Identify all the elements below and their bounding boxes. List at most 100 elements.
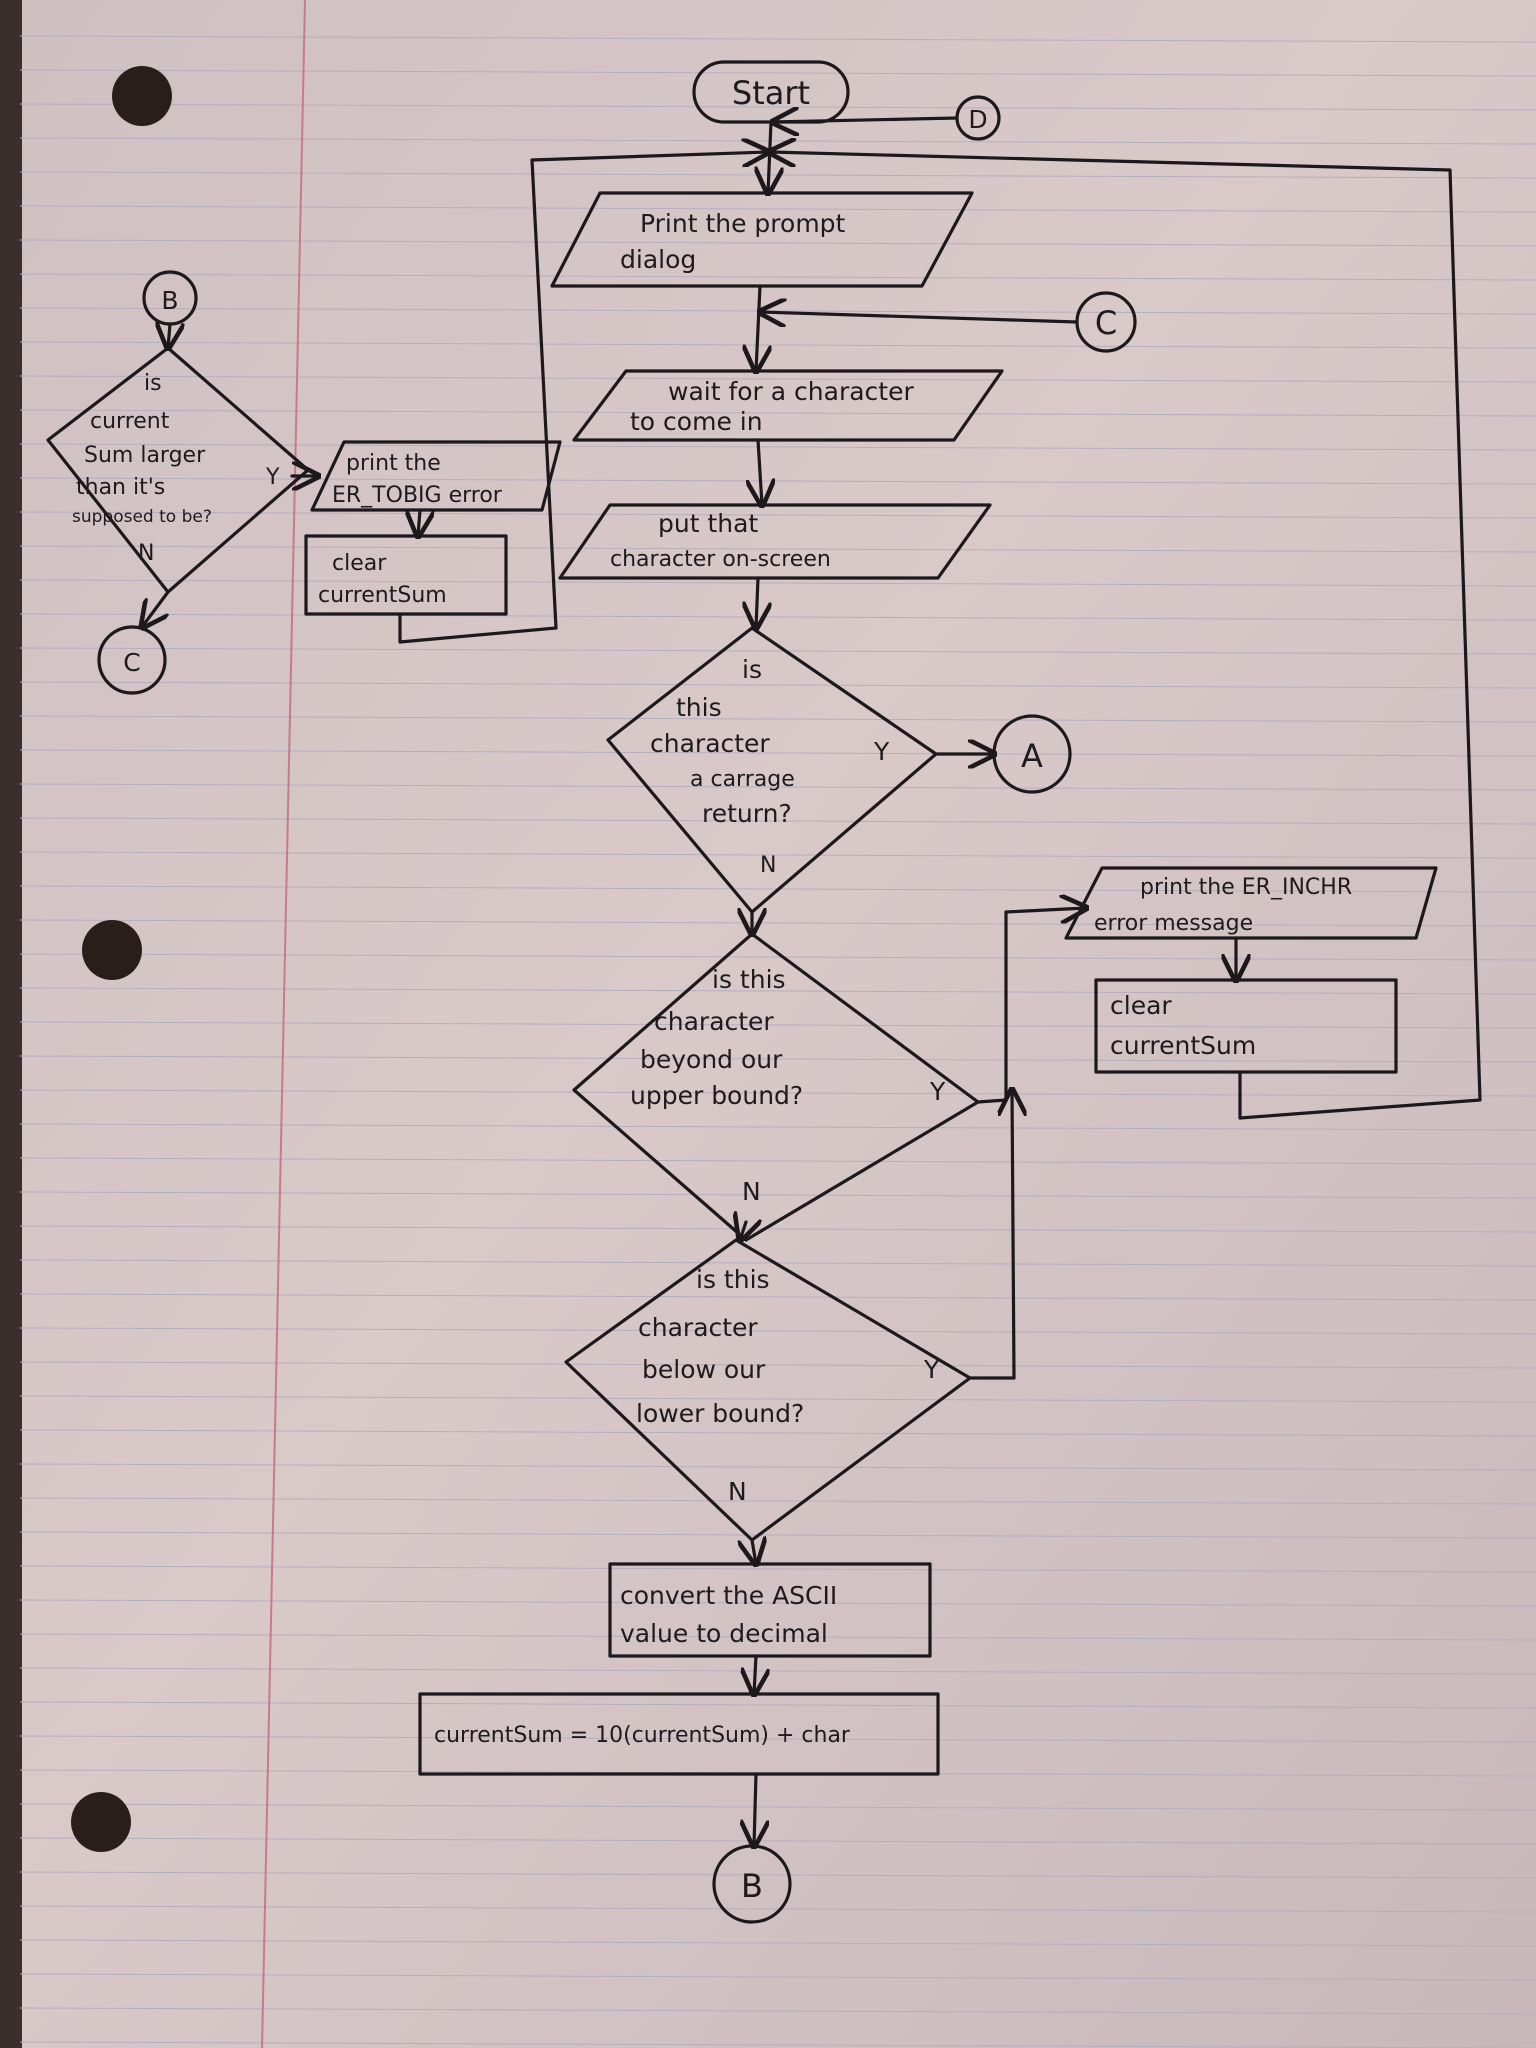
cr-no-label: N bbox=[760, 853, 776, 878]
ruled-line bbox=[19, 1429, 1536, 1437]
cr-yes-label: Y bbox=[873, 737, 890, 766]
big-no-label: N bbox=[138, 541, 154, 566]
lower-label-2: character bbox=[638, 1313, 758, 1342]
ruled-line bbox=[19, 545, 1536, 553]
wait-label-2: to come in bbox=[630, 407, 763, 436]
connector-a-label: A bbox=[1021, 737, 1043, 775]
big-label-4: than it's bbox=[76, 475, 165, 500]
lower-label-4: lower bound? bbox=[636, 1399, 804, 1428]
ruled-line bbox=[19, 647, 1536, 655]
cr-label-5: return? bbox=[702, 799, 792, 828]
lower-label-3: below our bbox=[642, 1355, 766, 1384]
ruled-line bbox=[19, 987, 1536, 995]
upper-label-3: beyond our bbox=[640, 1045, 783, 1074]
clear-right-label-2: currentSum bbox=[1110, 1031, 1256, 1060]
flow-c-merge bbox=[760, 312, 1079, 322]
ruled-line bbox=[19, 1667, 1536, 1675]
put-io bbox=[558, 503, 992, 580]
tobig-label-1: print the bbox=[346, 451, 441, 476]
ruled-line bbox=[19, 103, 1536, 111]
sum-label: currentSum = 10(currentSum) + char bbox=[434, 1723, 851, 1748]
ruled-line bbox=[19, 817, 1536, 825]
ruled-line bbox=[19, 851, 1536, 859]
ruled-line bbox=[19, 409, 1536, 417]
lower-no-label: N bbox=[728, 1477, 747, 1506]
ruled-line bbox=[19, 205, 1536, 213]
ruled-line bbox=[19, 1395, 1536, 1403]
ruled-line bbox=[19, 1191, 1536, 1199]
ruled-line bbox=[19, 681, 1536, 689]
connector-c-right-label: C bbox=[1095, 304, 1117, 342]
prompt-label-2: dialog bbox=[620, 245, 696, 274]
ruled-line bbox=[19, 443, 1536, 451]
flow-upper-yes-to-error bbox=[976, 908, 1086, 1104]
ruled-line bbox=[19, 613, 1536, 621]
convert-label-1: convert the ASCII bbox=[620, 1581, 837, 1610]
upper-label-1: is this bbox=[712, 965, 786, 994]
ruled-line bbox=[19, 919, 1536, 927]
ruled-line bbox=[19, 1735, 1536, 1743]
flow-clear-loop-back-left bbox=[398, 152, 768, 644]
ruled-line bbox=[19, 749, 1536, 757]
connector-d-label: D bbox=[968, 105, 987, 134]
tobig-label-2: ER_TOBIG error bbox=[332, 483, 503, 508]
ruled-line bbox=[19, 273, 1536, 281]
inchr-label-2: error message bbox=[1094, 911, 1253, 936]
flow-put-to-cr bbox=[756, 576, 758, 628]
ruled-line bbox=[19, 1157, 1536, 1165]
lower-label-1: is this bbox=[696, 1265, 770, 1294]
ruled-lines bbox=[19, 35, 1536, 2048]
ruled-line bbox=[19, 341, 1536, 349]
clear-right-label-1: clear bbox=[1110, 991, 1172, 1020]
flow-tobig-to-clear bbox=[418, 508, 420, 536]
flow-convert-to-sum bbox=[754, 1654, 756, 1694]
flow-lines bbox=[142, 118, 1482, 1846]
big-yes-label: Y bbox=[265, 465, 280, 490]
big-label-5: supposed to be? bbox=[72, 507, 212, 527]
big-label-1: is bbox=[144, 371, 162, 396]
upper-yes-label: Y bbox=[929, 1077, 946, 1106]
wait-io bbox=[572, 369, 1004, 442]
big-label-2: current bbox=[90, 409, 170, 434]
flow-big-no-to-c bbox=[142, 590, 170, 627]
punch-hole-middle bbox=[82, 920, 142, 980]
flow-wait-to-put bbox=[758, 438, 762, 505]
ruled-line bbox=[19, 35, 1536, 43]
dark-left-edge bbox=[0, 0, 22, 2048]
ruled-line bbox=[19, 1361, 1536, 1369]
ruled-line bbox=[19, 477, 1536, 485]
ruled-line bbox=[19, 1327, 1536, 1335]
prompt-label-1: Print the prompt bbox=[640, 209, 846, 238]
ruled-line bbox=[19, 375, 1536, 383]
upper-no-label: N bbox=[742, 1177, 761, 1206]
flow-clear-loop-back bbox=[770, 152, 1482, 1120]
wait-label-1: wait for a character bbox=[668, 377, 914, 406]
convert-label-2: value to decimal bbox=[620, 1619, 828, 1648]
flow-d-merge bbox=[773, 118, 959, 122]
ruled-line bbox=[19, 579, 1536, 587]
ruled-line bbox=[19, 1463, 1536, 1471]
ruled-line bbox=[19, 715, 1536, 723]
flow-lower-to-convert bbox=[752, 1540, 756, 1564]
ruled-line bbox=[19, 1803, 1536, 1811]
cr-label-4: a carrage bbox=[690, 767, 795, 792]
big-label-3: Sum larger bbox=[84, 443, 206, 468]
convert-process bbox=[608, 1562, 932, 1658]
flow-b-to-big bbox=[168, 324, 170, 348]
flow-lower-yes-up bbox=[968, 1090, 1014, 1380]
ruled-line bbox=[19, 1939, 1536, 1947]
flow-sum-to-b bbox=[754, 1772, 756, 1846]
margin-line bbox=[261, 0, 306, 2048]
inchr-label-1: print the ER_INCHR bbox=[1140, 875, 1352, 900]
clear-left-label-1: clear bbox=[332, 551, 387, 576]
ruled-line bbox=[19, 1055, 1536, 1063]
put-label-2: character on-screen bbox=[610, 547, 831, 572]
tobig-error-io bbox=[310, 440, 562, 512]
ruled-line bbox=[19, 1021, 1536, 1029]
ruled-line bbox=[19, 1123, 1536, 1131]
ruled-line bbox=[19, 1905, 1536, 1913]
prompt-io bbox=[550, 191, 974, 288]
upper-label-4: upper bound? bbox=[630, 1081, 803, 1110]
lower-yes-label: Y bbox=[923, 1355, 940, 1384]
